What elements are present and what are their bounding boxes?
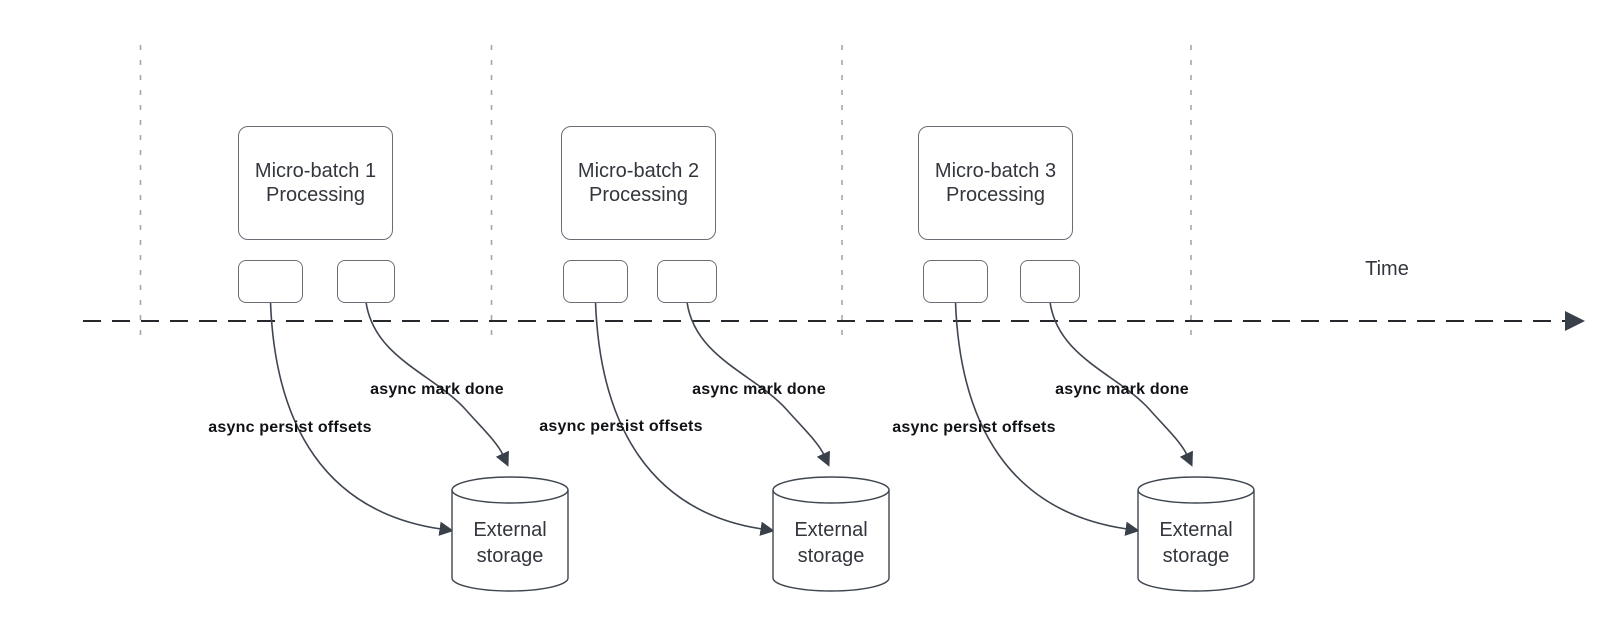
external-storage-label-1: External storage <box>473 519 547 567</box>
micro-batch-2-task-box-persist <box>563 260 628 303</box>
external-storage-cylinder-2 <box>772 476 890 592</box>
mark-done-label-2: async mark done <box>692 381 826 398</box>
external-storage-cylinder-1 <box>451 476 569 592</box>
mark-done-arrow-2 <box>686 301 830 467</box>
micro-batch-3-task-box-done <box>1020 260 1080 303</box>
mark-done-label-3: async mark done <box>1055 381 1189 398</box>
micro-batch-2-task-box-done <box>657 260 717 303</box>
micro-batch-3-processing-box: Micro-batch 3 Processing <box>918 126 1073 240</box>
time-axis-label: Time <box>1365 258 1409 280</box>
persist-offsets-label-2: async persist offsets <box>539 418 703 435</box>
mark-done-label-1: async mark done <box>370 381 504 398</box>
mark-done-arrow-1 <box>365 301 509 467</box>
micro-batch-2-processing-box: Micro-batch 2 Processing <box>561 126 716 240</box>
external-storage-label-3: External storage <box>1159 519 1233 567</box>
external-storage-label-2: External storage <box>794 519 868 567</box>
persist-offsets-label-3: async persist offsets <box>892 419 1056 436</box>
mark-done-arrow-3 <box>1049 301 1193 467</box>
persist-offsets-arrow-2 <box>594 301 775 536</box>
external-storage-cylinder-3 <box>1137 476 1255 592</box>
persist-offsets-label-1: async persist offsets <box>208 419 372 436</box>
micro-batch-1-processing-box: Micro-batch 1 Processing <box>238 126 393 240</box>
micro-batch-1-task-box-persist <box>238 260 303 303</box>
persist-offsets-arrow-3 <box>954 301 1140 536</box>
micro-batch-1-task-box-done <box>337 260 395 303</box>
persist-offsets-arrow-1 <box>269 301 454 536</box>
micro-batch-3-task-box-persist <box>923 260 988 303</box>
